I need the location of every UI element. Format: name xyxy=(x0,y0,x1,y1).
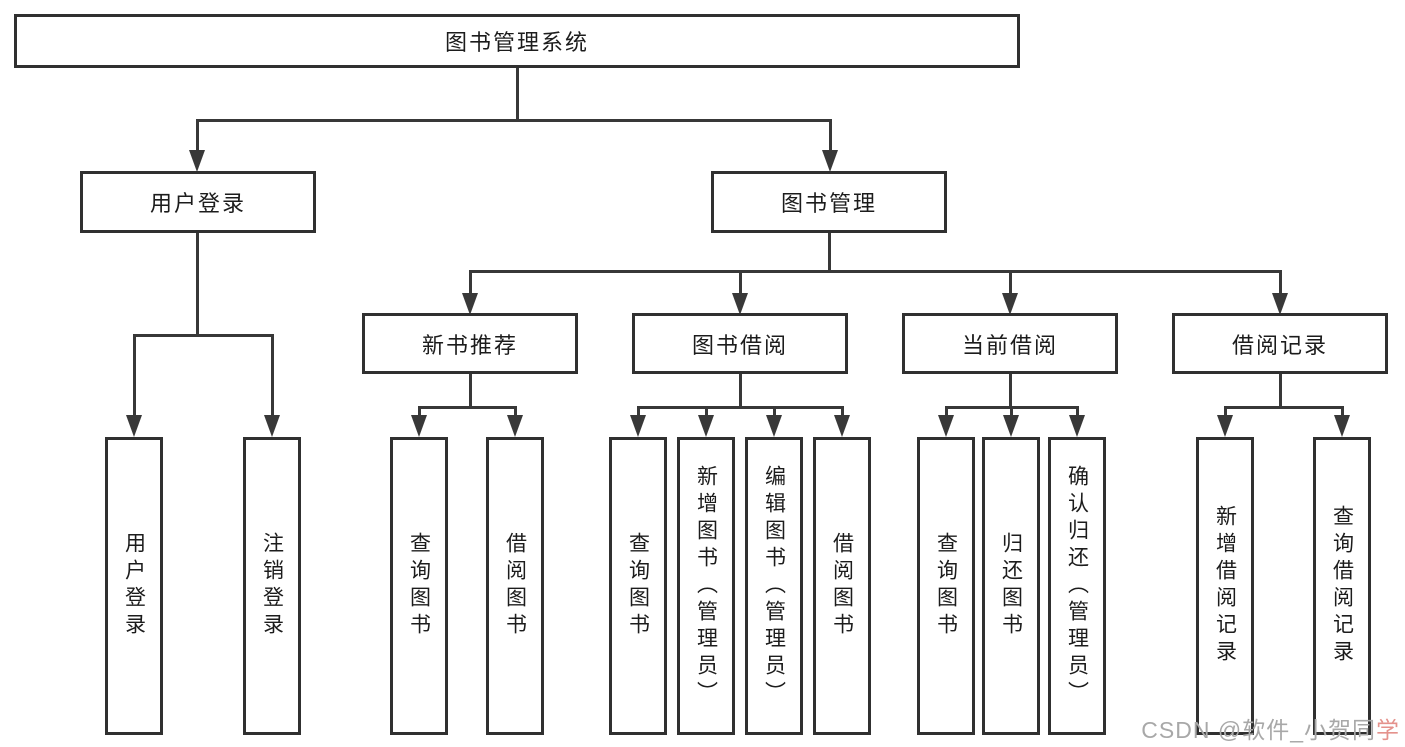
leaf-add-books-admin: 新增图书（管理员） xyxy=(677,437,735,735)
node-label: 编辑图书（管理员） xyxy=(762,464,786,708)
arrow-down-icon xyxy=(1003,415,1019,437)
connector-v xyxy=(1010,406,1013,416)
node-label: 用户登录 xyxy=(122,532,146,640)
connector-h xyxy=(133,334,274,337)
node-label: 确认归还（管理员） xyxy=(1065,464,1089,708)
node-label: 查询图书 xyxy=(407,532,431,640)
connector-v xyxy=(773,406,776,416)
node-label: 当前借阅 xyxy=(961,332,1058,358)
node-label: 用户登录 xyxy=(149,191,246,216)
connector-v xyxy=(196,233,199,337)
connector-h xyxy=(469,270,1281,273)
node-current-borrowing: 当前借阅 xyxy=(902,313,1118,374)
node-label: 新增借阅记录 xyxy=(1213,505,1237,667)
csdn-watermark: CSDN @软件_小贺同学 xyxy=(1141,711,1400,745)
node-label: 查询图书 xyxy=(626,532,650,640)
connector-v xyxy=(514,406,517,416)
watermark-text-red: 学 xyxy=(1376,717,1400,743)
node-label: 借阅图书 xyxy=(503,532,527,640)
leaf-edit-books-admin: 编辑图书（管理员） xyxy=(745,437,803,735)
connector-v xyxy=(739,270,742,295)
node-label: 图书管理系统 xyxy=(444,30,589,55)
connector-v xyxy=(828,233,831,273)
node-label: 借阅记录 xyxy=(1231,332,1328,358)
arrow-down-icon xyxy=(462,293,478,315)
arrow-down-icon xyxy=(126,415,142,437)
arrow-down-icon xyxy=(938,415,954,437)
connector-h xyxy=(196,119,832,122)
connector-v xyxy=(1224,406,1227,416)
arrow-down-icon xyxy=(1002,293,1018,315)
node-label: 查询借阅记录 xyxy=(1330,505,1354,667)
arrow-down-icon xyxy=(264,415,280,437)
node-new-book-recommend: 新书推荐 xyxy=(362,313,578,374)
leaf-query-books-borrowing: 查询图书 xyxy=(609,437,667,735)
leaf-user-login: 用户登录 xyxy=(105,437,163,735)
connector-h xyxy=(418,406,517,409)
connector-v xyxy=(1076,406,1079,416)
node-user-login: 用户登录 xyxy=(80,171,316,233)
connector-v xyxy=(841,406,844,416)
connector-v xyxy=(637,406,640,416)
leaf-query-borrow-record: 查询借阅记录 xyxy=(1313,437,1371,735)
arrow-down-icon xyxy=(822,150,838,172)
node-root-library-system: 图书管理系统 xyxy=(14,14,1020,68)
leaf-logout: 注销登录 xyxy=(243,437,301,735)
leaf-borrow-books-recommend: 借阅图书 xyxy=(486,437,544,735)
node-book-management: 图书管理 xyxy=(711,171,947,233)
leaf-query-books-current: 查询图书 xyxy=(917,437,975,735)
connector-v xyxy=(469,270,472,295)
connector-v xyxy=(1279,374,1282,409)
arrow-down-icon xyxy=(1069,415,1085,437)
node-label: 归还图书 xyxy=(999,532,1023,640)
connector-v xyxy=(705,406,708,416)
connector-v xyxy=(1279,270,1282,295)
connector-v xyxy=(739,374,742,409)
node-book-borrowing: 图书借阅 xyxy=(632,313,848,374)
leaf-add-borrow-record: 新增借阅记录 xyxy=(1196,437,1254,735)
connector-v xyxy=(271,334,274,417)
node-label: 新增图书（管理员） xyxy=(694,464,718,708)
arrow-down-icon xyxy=(1334,415,1350,437)
leaf-borrow-books: 借阅图书 xyxy=(813,437,871,735)
arrow-down-icon xyxy=(189,150,205,172)
arrow-down-icon xyxy=(630,415,646,437)
node-label: 新书推荐 xyxy=(421,332,518,358)
node-label: 图书借阅 xyxy=(691,332,788,358)
connector-v xyxy=(133,334,136,417)
connector-v xyxy=(1009,270,1012,295)
connector-v xyxy=(196,119,199,152)
leaf-confirm-return-admin: 确认归还（管理员） xyxy=(1048,437,1106,735)
arrow-down-icon xyxy=(411,415,427,437)
arrow-down-icon xyxy=(1272,293,1288,315)
connector-h xyxy=(637,406,844,409)
connector-v xyxy=(1009,374,1012,409)
node-label: 查询图书 xyxy=(934,532,958,640)
leaf-query-books-recommend: 查询图书 xyxy=(390,437,448,735)
connector-v xyxy=(945,406,948,416)
connector-v xyxy=(829,119,832,152)
arrow-down-icon xyxy=(766,415,782,437)
connector-h xyxy=(1224,406,1344,409)
connector-v xyxy=(516,68,519,120)
node-label: 图书管理 xyxy=(780,191,877,216)
node-label: 借阅图书 xyxy=(830,532,854,640)
arrow-down-icon xyxy=(1217,415,1233,437)
connector-v xyxy=(469,374,472,409)
arrow-down-icon xyxy=(507,415,523,437)
watermark-text: CSDN @软件_小贺同 xyxy=(1141,717,1376,743)
leaf-return-books: 归还图书 xyxy=(982,437,1040,735)
node-borrowing-records: 借阅记录 xyxy=(1172,313,1388,374)
node-label: 注销登录 xyxy=(260,532,284,640)
connector-v xyxy=(1341,406,1344,416)
arrow-down-icon xyxy=(834,415,850,437)
connector-v xyxy=(418,406,421,416)
arrow-down-icon xyxy=(698,415,714,437)
arrow-down-icon xyxy=(732,293,748,315)
